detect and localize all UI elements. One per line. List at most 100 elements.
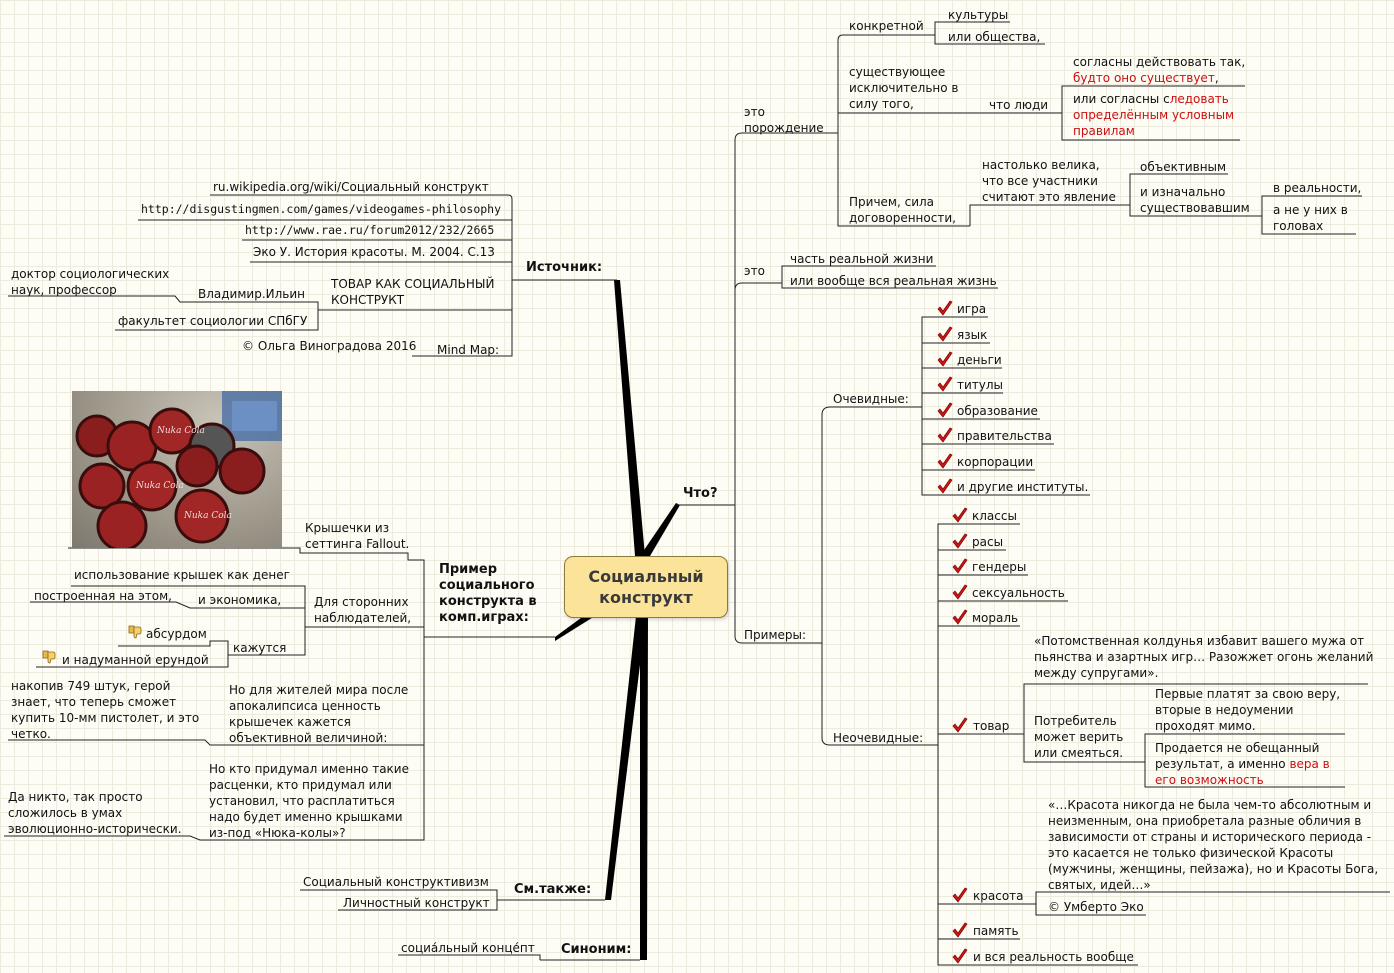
pamyat-item[interactable]: память — [973, 924, 1019, 938]
postroennaya[interactable]: построенная на этом, — [34, 589, 172, 603]
sushchestvuyushchee[interactable]: существующее исключительно в силу того, — [849, 65, 959, 111]
obvious-item-5[interactable]: правительства — [957, 429, 1052, 443]
source-mindmap[interactable]: Mind Map: — [437, 343, 500, 357]
v-realnosti[interactable]: в реальности, — [1273, 181, 1362, 195]
see-also-lichnostnyy[interactable]: Личностный конструкт — [343, 896, 490, 910]
eto-2[interactable]: это — [744, 264, 765, 278]
ili-voobshche[interactable]: или вообще вся реальная жизнь — [790, 274, 997, 288]
synonym-label[interactable]: Синоним: — [561, 942, 632, 957]
tovar-item[interactable]: товар — [973, 719, 1010, 733]
nonobvious-item-4[interactable]: мораль — [972, 611, 1019, 625]
check-icon — [951, 717, 969, 735]
obvious-item-4[interactable]: образование — [957, 404, 1038, 418]
source-disgusting[interactable]: http://disgustingmen.com/games/videogame… — [141, 202, 502, 216]
check-icon — [951, 533, 969, 551]
sources-label[interactable]: Источник: — [526, 260, 603, 275]
obvious-item-2[interactable]: деньги — [957, 353, 1002, 367]
no-kto-pridumal[interactable]: Но кто придумал именно такие расценки, к… — [209, 762, 409, 840]
erundoy[interactable]: и надуманной ерундой — [62, 653, 209, 667]
ili-obshchestva[interactable]: или общества, — [948, 30, 1041, 44]
eto-porozhdenie[interactable]: это порождение — [744, 105, 824, 135]
nastolko-velika[interactable]: настолько велика, что все участники счит… — [982, 158, 1116, 204]
obvious-item-7[interactable]: и другие институты. — [957, 480, 1089, 494]
kryshechki[interactable]: Крышечки из сеттинга Fallout. — [305, 521, 410, 551]
chast-realnoy-zhizni[interactable]: часть реальной жизни — [790, 252, 934, 266]
konkretnoy[interactable]: конкретной — [849, 19, 924, 33]
source-fakultet[interactable]: факультет социологии СПбГУ — [118, 314, 308, 328]
absurdom[interactable]: абсурдом — [146, 627, 207, 641]
no-dlya-zhiteley[interactable]: Но для жителей мира после апокалипсиса ц… — [229, 683, 409, 745]
svg-text:Nuka Cola: Nuka Cola — [156, 426, 205, 436]
obvious-item-3[interactable]: титулы — [957, 378, 1004, 392]
source-ilyin[interactable]: Владимир.Ильин — [198, 287, 305, 301]
i-ekonomika[interactable]: и экономика, — [198, 593, 282, 607]
check-icon — [951, 922, 969, 940]
potrebitel[interactable]: Потребитель может верить или смеяться. — [1034, 714, 1124, 760]
source-rae[interactable]: http://www.rae.ru/forum2012/232/2665 — [245, 223, 495, 237]
ochevidnye-label[interactable]: Очевидные: — [833, 392, 909, 406]
see-also-konstruktivizm[interactable]: Социальный конструктивизм — [303, 875, 489, 889]
svg-text:Nuka Cola: Nuka Cola — [135, 481, 184, 491]
synonym-koncept[interactable]: социа́льный конце́пт — [401, 941, 535, 955]
dlya-storonnih[interactable]: Для сторонних наблюдателей, — [314, 595, 412, 625]
vsya-realnost-item[interactable]: и вся реальность вообще — [973, 950, 1134, 964]
source-eco-book[interactable]: Эко У. История красоты. М. 2004. С.13 — [253, 245, 495, 259]
eco-copyright[interactable]: © Умберто Эко — [1048, 900, 1144, 914]
check-icon — [951, 507, 969, 525]
bottle-caps-illustration: Nuka Cola Nuka Cola Nuka Cola — [75, 391, 282, 548]
svg-text:Nuka Cola: Nuka Cola — [183, 511, 232, 521]
nonobvious-item-0[interactable]: классы — [972, 509, 1017, 523]
main-branches — [555, 280, 680, 960]
nakopiv[interactable]: накопив 749 штук, герой знает, что тепер… — [11, 679, 200, 741]
da-nikto[interactable]: Да никто, так просто сложилось в умах эв… — [8, 790, 182, 836]
chto-lyudi[interactable]: что люди — [989, 98, 1049, 112]
check-icon — [936, 351, 954, 369]
example-label[interactable]: Пример социального конструкта в комп.игр… — [439, 562, 537, 625]
fallout-caps-photo: Nuka Cola Nuka Cola Nuka Cola — [72, 391, 282, 548]
central-title: Социальный конструкт — [588, 567, 704, 607]
obvious-item-1[interactable]: язык — [957, 328, 988, 342]
check-icon — [936, 453, 954, 471]
prichem-sila[interactable]: Причем, сила договоренности, — [849, 195, 956, 225]
ili-soglasny-sledovat[interactable]: или согласны следовать определённым усло… — [1073, 92, 1235, 138]
iznachalno[interactable]: и изначально существовавшим — [1140, 185, 1250, 215]
potomstvennaya-quote[interactable]: «Потомственная колдунья избавит вашего м… — [1034, 634, 1374, 680]
check-icon — [936, 376, 954, 394]
a-ne-u-nih[interactable]: а не у них в головах — [1273, 203, 1348, 233]
source-wiki[interactable]: ru.wikipedia.org/wiki/Социальный констру… — [213, 180, 489, 194]
source-vinogradova[interactable]: © Ольга Виноградова 2016 — [242, 339, 417, 353]
thin-branches — [4, 21, 1390, 966]
source-doktor[interactable]: доктор социологических наук, профессор — [11, 267, 170, 297]
krasota-quote[interactable]: «…Красота никогда не была чем-то абсолют… — [1048, 798, 1379, 892]
check-icon — [936, 326, 954, 344]
check-icon — [951, 948, 969, 966]
obektivnym[interactable]: объективным — [1140, 160, 1227, 174]
ispolzovanie[interactable]: использование крышек как денег — [74, 568, 290, 582]
obvious-item-6[interactable]: корпорации — [957, 455, 1034, 469]
check-icon — [936, 427, 954, 445]
soglasny-deystvovat[interactable]: согласны действовать так, будто оно суще… — [1073, 55, 1246, 85]
prodaetsya[interactable]: Продается не обещанный результат, а имен… — [1155, 741, 1330, 787]
check-icon — [951, 558, 969, 576]
what-label[interactable]: Что? — [683, 486, 718, 501]
check-icon — [951, 887, 969, 905]
central-topic[interactable]: Социальный конструкт — [564, 556, 728, 618]
kultury[interactable]: культуры — [948, 8, 1009, 22]
source-tovar-kak[interactable]: ТОВАР КАК СОЦИАЛЬНЫЙ КОНСТРУКТ — [331, 277, 495, 307]
primery-label[interactable]: Примеры: — [744, 628, 807, 642]
see-also-label[interactable]: См.также: — [514, 882, 592, 897]
neochevidnye-label[interactable]: Неочевидные: — [833, 731, 924, 745]
krasota-item[interactable]: красота — [973, 889, 1024, 903]
check-icon — [936, 402, 954, 420]
thumbs-down-icon — [128, 625, 142, 639]
kazhutsya[interactable]: кажутся — [233, 641, 287, 655]
check-icon — [936, 300, 954, 318]
check-icon — [951, 609, 969, 627]
obvious-item-0[interactable]: игра — [957, 302, 987, 316]
nonobvious-item-2[interactable]: гендеры — [972, 560, 1027, 574]
nonobvious-item-1[interactable]: расы — [972, 535, 1004, 549]
pervye-platyat[interactable]: Первые платят за свою веру, вторые в нед… — [1155, 687, 1341, 733]
nonobvious-item-3[interactable]: сексуальность — [972, 586, 1065, 600]
thumbs-down-icon — [42, 650, 56, 664]
